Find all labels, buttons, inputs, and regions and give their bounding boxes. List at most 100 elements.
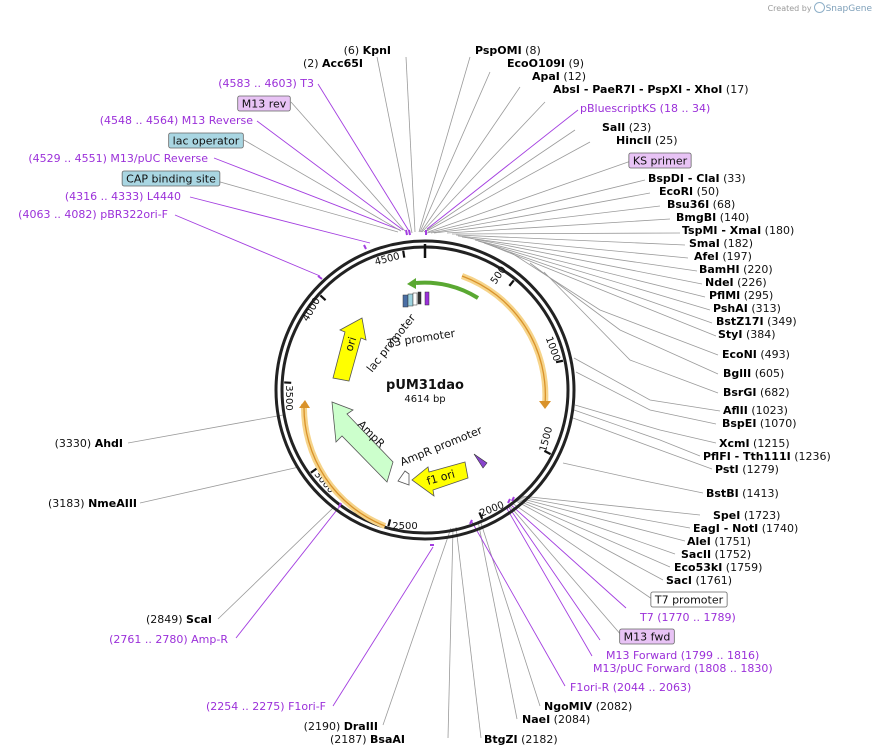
enzyme-site-label[interactable]: AleI (1751) (687, 535, 751, 548)
primer-binding-label[interactable]: T7 (1770 .. 1789) (639, 611, 736, 624)
ori-label: ori (342, 335, 359, 353)
enzyme-name: EcoNI (722, 348, 757, 361)
enzyme-site-label[interactable]: BglII (605) (723, 367, 784, 380)
enzyme-site-label[interactable]: PflFI - Tth111I (1236) (703, 450, 831, 463)
enzyme-site-label[interactable]: SmaI (182) (689, 237, 753, 250)
enzyme-name: Acc65I (322, 57, 363, 70)
enzyme-site-label[interactable]: PflMI (295) (709, 289, 773, 302)
enzyme-position: (2) (303, 57, 322, 70)
tick-label: 4000 (301, 296, 323, 324)
enzyme-site-label[interactable]: PstI (1279) (715, 463, 779, 476)
primer-binding-label[interactable]: pBluescriptKS (18 .. 34) (580, 102, 710, 115)
enzyme-site-label[interactable]: BspEI (1070) (722, 417, 797, 430)
enzyme-site-label[interactable]: EcoRI (50) (659, 185, 719, 198)
enzyme-position: (1023) (748, 404, 788, 417)
enzyme-site-label[interactable]: BmgBI (140) (676, 211, 749, 224)
enzyme-position: (1236) (791, 450, 831, 463)
enzyme-position: (493) (757, 348, 790, 361)
enzyme-site-label[interactable]: NaeI (2084) (522, 713, 590, 726)
feature-tag-text: M13 fwd (624, 631, 671, 644)
enzyme-site-label[interactable]: TspMI - XmaI (180) (682, 224, 794, 237)
primer-range: F1ori-F (288, 700, 326, 713)
enzyme-site-label[interactable]: EagI - NotI (1740) (693, 522, 798, 535)
enzyme-site-label[interactable]: BspDI - ClaI (33) (648, 172, 746, 185)
enzyme-site-label[interactable]: Eco53kI (1759) (674, 561, 762, 574)
enzyme-site-label[interactable]: BstZ17I (349) (716, 315, 797, 328)
enzyme-site-label[interactable]: AfeI (197) (694, 250, 752, 263)
branding-app: SnapGene (825, 4, 872, 14)
primer-binding-label[interactable]: (2254 .. 2275) F1ori-F (206, 700, 326, 713)
enzyme-site-label[interactable]: (6) KpnI (344, 44, 391, 57)
primer-binding-label[interactable]: F1ori-R (2044 .. 2063) (570, 681, 691, 694)
ampr-promoter-feature (397, 470, 410, 486)
enzyme-site-label[interactable]: Bsu36I (68) (667, 198, 735, 211)
enzyme-site-label[interactable]: (2) Acc65I (303, 57, 363, 70)
enzyme-site-label[interactable]: SalI (23) (602, 121, 651, 134)
enzyme-site-label[interactable]: BstBI (1413) (706, 487, 779, 500)
enzyme-name: AhdI (95, 437, 123, 450)
enzyme-position: (2084) (550, 713, 590, 726)
enzyme-site-label[interactable]: XcmI (1215) (719, 437, 790, 450)
enzyme-position: (33) (720, 172, 746, 185)
enzyme-site-label[interactable]: PspOMI (8) (475, 44, 541, 57)
enzyme-position: (2187) (330, 733, 370, 746)
enzyme-site-label[interactable]: StyI (384) (718, 328, 776, 341)
tick-mark (555, 359, 564, 364)
enzyme-position: (68) (709, 198, 735, 211)
enzyme-site-label[interactable]: AflII (1023) (723, 404, 788, 417)
backbone-outer-ring (274, 239, 576, 541)
feature-tag[interactable]: M13 fwd (619, 628, 675, 645)
primer-binding-label[interactable]: M13 Forward (1799 .. 1816) (606, 649, 759, 662)
enzyme-site-label[interactable]: SacII (1752) (681, 548, 751, 561)
enzyme-site-label[interactable]: SacI (1761) (666, 574, 732, 587)
primer-binding-label[interactable]: (4529 .. 4551) M13/pUC Reverse (28, 152, 208, 165)
enzyme-site-label[interactable]: PshAI (313) (713, 302, 781, 315)
ampr-feature (331, 401, 394, 483)
enzyme-name: BsaAI (370, 733, 405, 746)
enzyme-site-label[interactable]: (2849) ScaI (146, 613, 212, 626)
enzyme-site-label[interactable]: (3183) NmeAIII (48, 497, 137, 510)
enzyme-position: (140) (716, 211, 749, 224)
feature-tag-box (168, 132, 244, 149)
enzyme-name: EagI - NotI (693, 522, 758, 535)
primer-binding-label[interactable]: (4063 .. 4082) pBR322ori-F (18, 208, 168, 221)
enzyme-position: (12) (560, 70, 586, 83)
enzyme-site-label[interactable]: NdeI (226) (705, 276, 767, 289)
primer-binding-label[interactable]: M13/pUC Forward (1808 .. 1830) (593, 662, 773, 675)
enzyme-site-label[interactable]: (3330) AhdI (55, 437, 123, 450)
primer-binding-label[interactable]: (4583 .. 4603) T3 (218, 77, 314, 90)
enzyme-position: (23) (625, 121, 651, 134)
enzyme-site-label[interactable]: BamHI (220) (699, 263, 773, 276)
enzyme-site-label[interactable]: BtgZI (2182) (484, 733, 558, 746)
feature-tag[interactable]: lac operator (168, 132, 244, 149)
feature-tag[interactable]: KS primer (628, 152, 692, 169)
enzyme-site-label[interactable]: HincII (25) (616, 134, 678, 147)
enzyme-site-label[interactable]: NgoMIV (2082) (544, 700, 632, 713)
orf-arc-left-head (299, 400, 310, 408)
enzyme-site-label[interactable]: EcoNI (493) (722, 348, 790, 361)
enzyme-site-label[interactable]: BsrGI (682) (723, 386, 790, 399)
feature-tag[interactable]: M13 rev (237, 95, 291, 112)
feature-tag[interactable]: T7 promoter (650, 591, 728, 608)
enzyme-name: SalI (602, 121, 625, 134)
feature-tag[interactable]: CAP binding site (121, 170, 221, 187)
enzyme-site-label[interactable]: (2187) BsaAI (330, 733, 405, 746)
enzyme-name: AfeI (694, 250, 719, 263)
enzyme-name: SacI (666, 574, 692, 587)
primer-binding-label[interactable]: (4316 .. 4333) L4440 (65, 190, 181, 203)
primer-range: M13 Reverse (182, 114, 253, 127)
enzyme-name: SpeI (713, 509, 740, 522)
primer-binding-label[interactable]: (2761 .. 2780) Amp-R (109, 633, 228, 646)
enzyme-position: (682) (756, 386, 789, 399)
primer-binding-label[interactable]: (4548 .. 4564) M13 Reverse (100, 114, 253, 127)
enzyme-site-label[interactable]: SpeI (1723) (713, 509, 780, 522)
enzyme-position: (295) (740, 289, 773, 302)
enzyme-site-label[interactable]: AbsI - PaeR7I - PspXI - XhoI (17) (553, 83, 748, 96)
enzyme-name: BspEI (722, 417, 756, 430)
enzyme-position: (2082) (592, 700, 632, 713)
enzyme-site-label[interactable]: ApaI (12) (532, 70, 586, 83)
feature-tag-box (121, 170, 221, 187)
orf-arc-right-line (461, 275, 547, 406)
enzyme-site-label[interactable]: EcoO109I (9) (507, 57, 584, 70)
enzyme-site-label[interactable]: (2190) DraIII (304, 720, 378, 733)
